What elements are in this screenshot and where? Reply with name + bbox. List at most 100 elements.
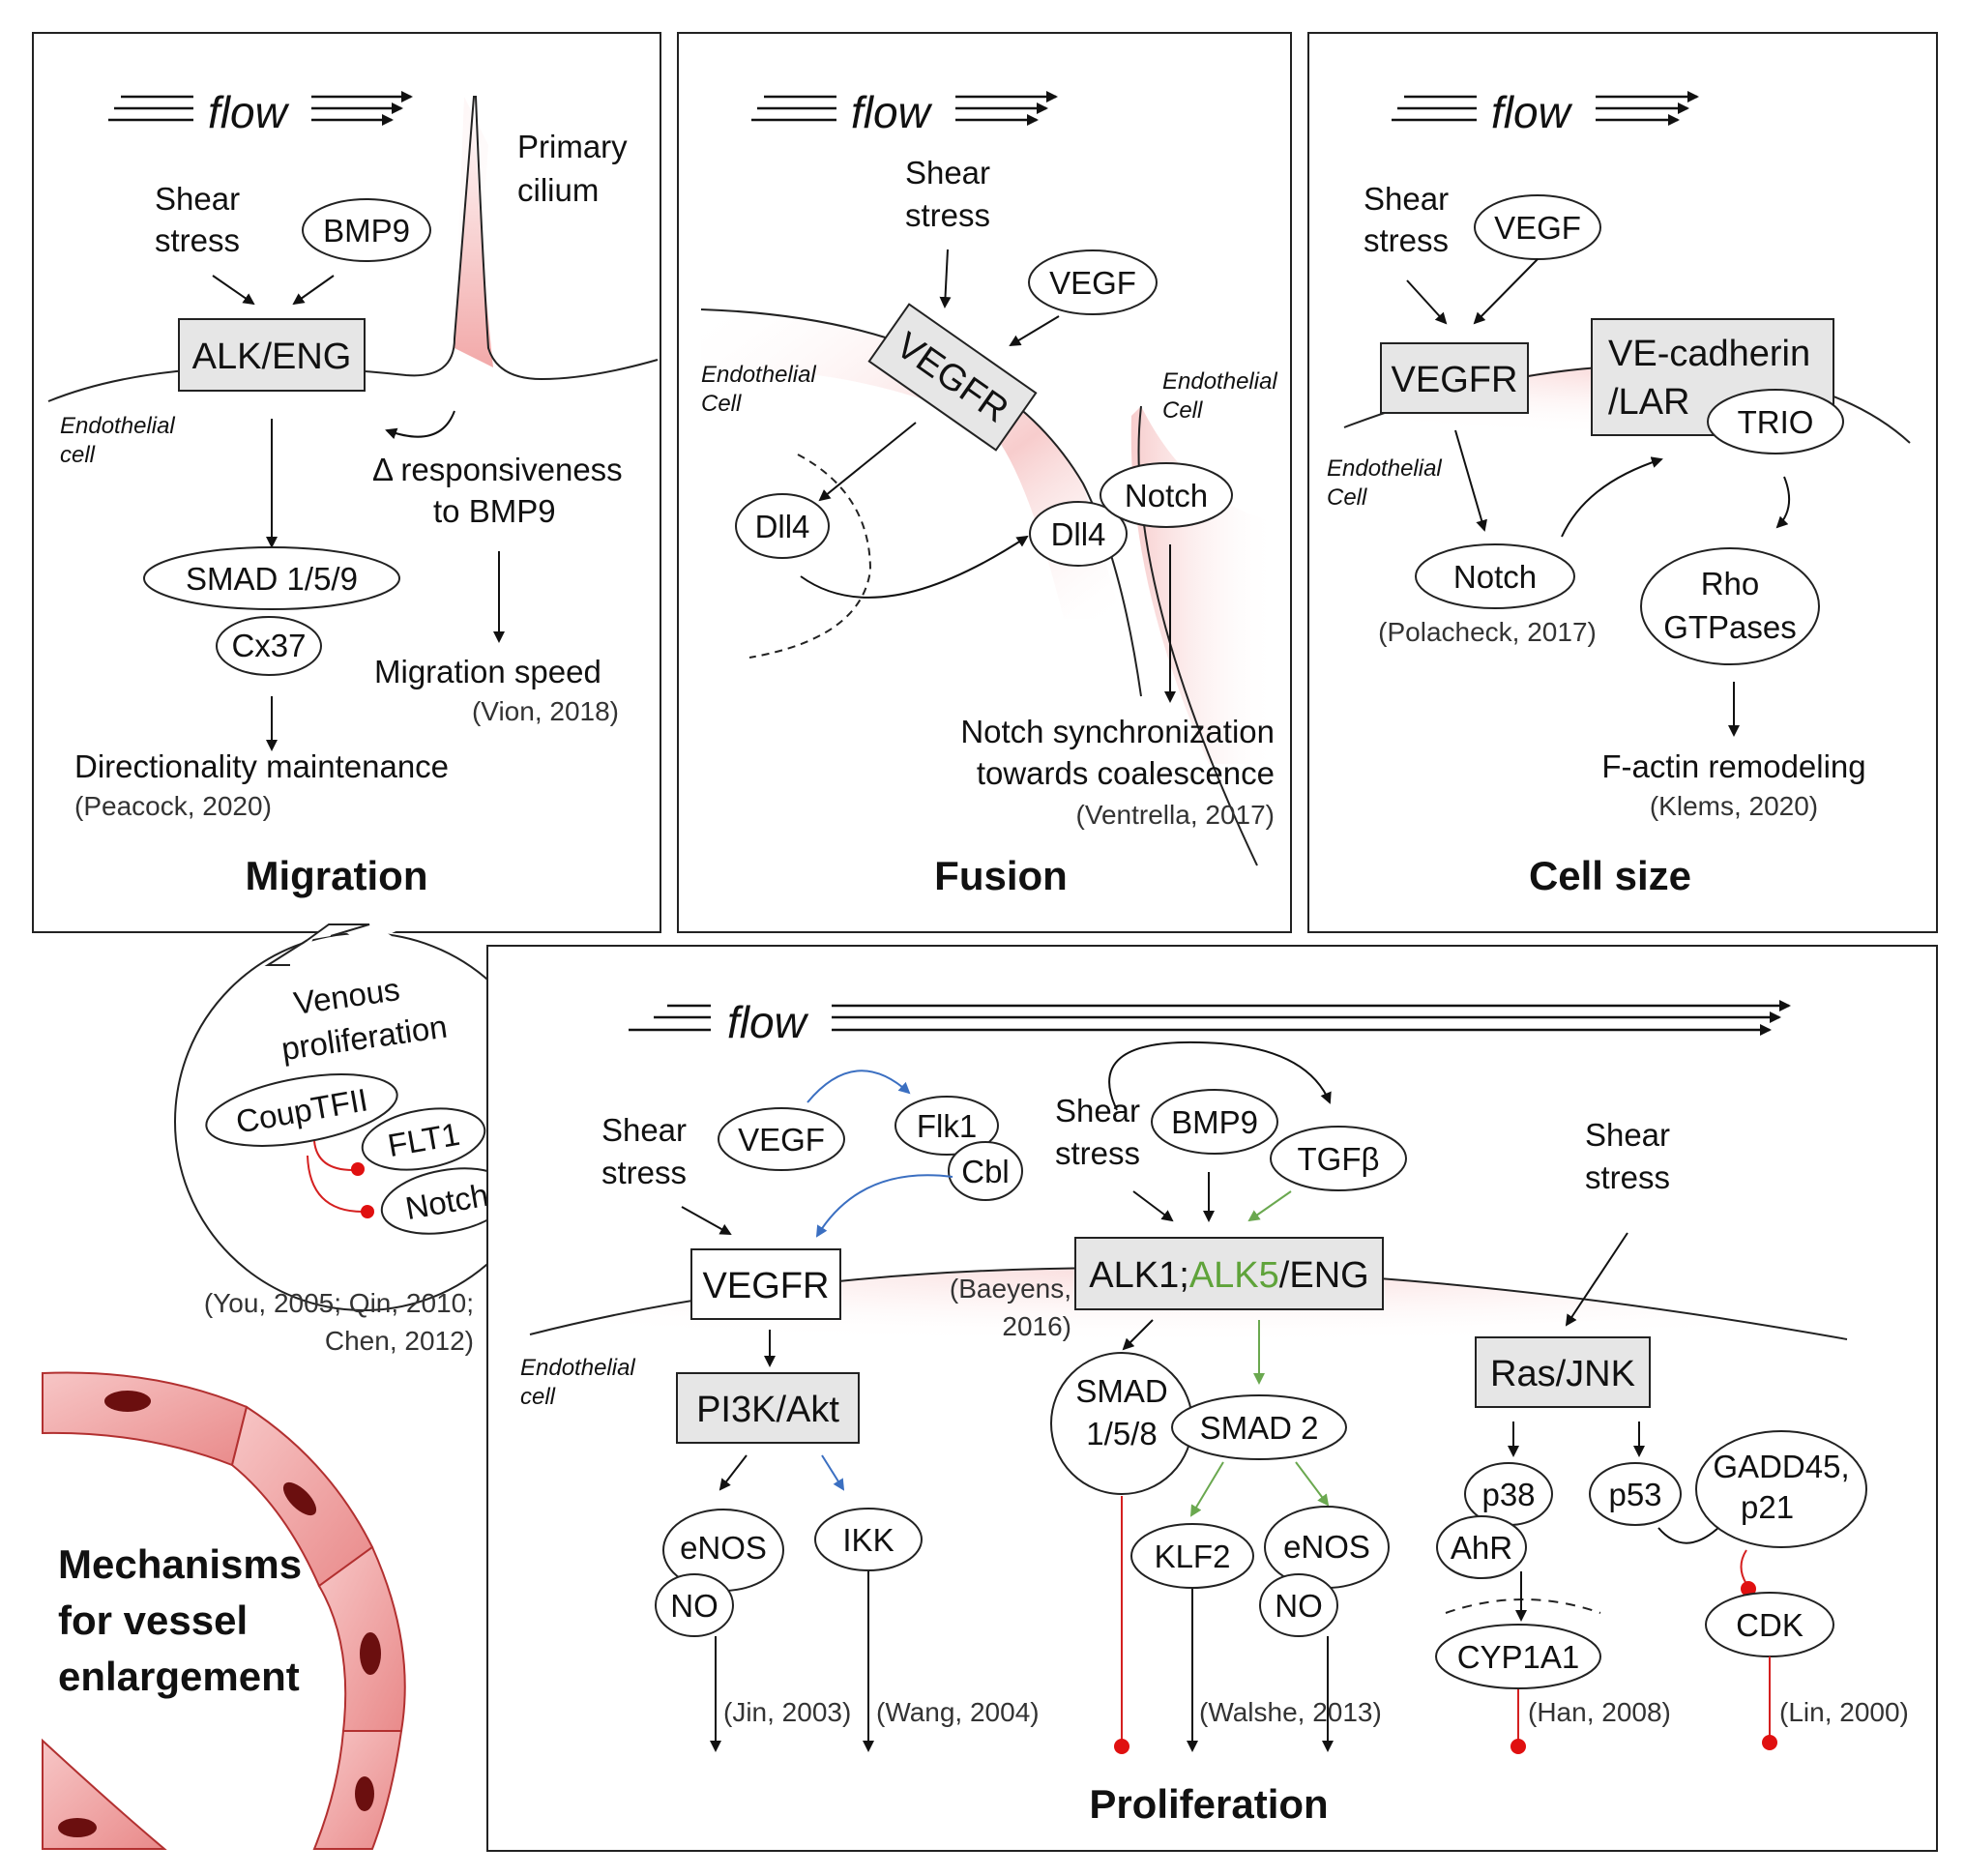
- cbl-ellipse: [948, 1141, 1023, 1201]
- prolif-vegfr-box: [690, 1248, 841, 1320]
- migration-speed-label: Migration speed: [374, 654, 601, 689]
- p38-label: p38: [1481, 1477, 1535, 1512]
- mechanisms-line3: enlargement: [58, 1654, 300, 1699]
- fusion-dashed-cell-outline: [748, 454, 872, 659]
- vion-citation: (Vion, 2018): [472, 696, 619, 726]
- cellsize-notch-ellipse: [1415, 543, 1575, 609]
- venous-proliferation-bubble: Venous proliferation CoupTFII FLT1 Notch…: [174, 923, 553, 1356]
- prolif-vegfr-label: VEGFR: [703, 1266, 830, 1306]
- prolif-enos-mid-label: eNOS: [1283, 1529, 1370, 1565]
- alk1-alk5-eng-box: [1074, 1237, 1384, 1310]
- alk1-alk5-eng-label: ALK1;ALK5/ENG: [1089, 1255, 1368, 1296]
- fusion-vegf-label: VEGF: [1049, 265, 1136, 301]
- prolif-bmp9-label: BMP9: [1171, 1104, 1258, 1140]
- migration-smad-ellipse: [143, 546, 400, 610]
- ahr-ellipse: [1436, 1515, 1527, 1579]
- responsiveness-line1: Δ responsiveness: [372, 452, 623, 487]
- prolif-enos-left-label: eNOS: [680, 1530, 767, 1566]
- prolif-no-left-label: NO: [670, 1588, 719, 1624]
- ve-cadherin-line2: /LAR: [1608, 382, 1689, 423]
- cellsize-panel-frame: [1307, 32, 1938, 933]
- ras-jnk-label: Ras/JNK: [1490, 1354, 1635, 1394]
- pi3k-akt-label: PI3K/Akt: [696, 1390, 839, 1430]
- fusion-outcome-line1: Notch synchronization: [960, 714, 1275, 749]
- fusion-outcome-line2: towards coalescence: [977, 755, 1275, 791]
- proliferation-flow-indicator: flow: [629, 997, 1791, 1047]
- fusion-shear-line2: stress: [905, 197, 990, 233]
- smad158-line1: SMAD: [1075, 1373, 1167, 1409]
- rho-line2: GTPases: [1663, 609, 1797, 645]
- eng-part: /ENG: [1279, 1255, 1369, 1296]
- prolif-no-mid-ellipse: [1259, 1573, 1338, 1637]
- migration-bmp9-ellipse: [302, 198, 431, 262]
- migration-panel: flow Shear stress BMP9 Primary cilium AL…: [32, 32, 661, 933]
- migration-flow-indicator: flow: [108, 87, 413, 137]
- prolif-shear-left-line2: stress: [601, 1155, 687, 1190]
- fusion-left-membrane: [700, 308, 1142, 697]
- prolif-no-left-ellipse: [655, 1573, 734, 1637]
- klems-citation: (Klems, 2020): [1650, 791, 1818, 821]
- fusion-cell-left-line2: Cell: [701, 391, 742, 417]
- tgfb-label: TGFβ: [1298, 1141, 1380, 1177]
- prolif-cell-line2: cell: [520, 1384, 556, 1410]
- trio-label: TRIO: [1738, 404, 1814, 440]
- flk1-label: Flk1: [917, 1108, 977, 1144]
- cyp1a1-label: CYP1A1: [1457, 1639, 1580, 1675]
- cellsize-cell-line1: Endothelial: [1327, 455, 1442, 482]
- cdk-label: CDK: [1736, 1607, 1804, 1643]
- mechanisms-line2: for vessel: [58, 1598, 248, 1643]
- fusion-title: Fusion: [934, 853, 1068, 898]
- cellsize-flow-indicator: flow: [1392, 87, 1699, 137]
- fusion-vegf-ellipse: [1028, 249, 1158, 315]
- alk1-part: ALK1;: [1089, 1255, 1189, 1296]
- proliferation-title: Proliferation: [1089, 1781, 1328, 1827]
- klf2-label: KLF2: [1155, 1539, 1231, 1574]
- peacock-citation: (Peacock, 2020): [74, 791, 272, 821]
- flk1-ellipse: [895, 1096, 999, 1156]
- migration-membrane-shade: [48, 97, 488, 401]
- cellsize-flow-label: flow: [1491, 87, 1573, 137]
- alk5-part: ALK5: [1189, 1255, 1279, 1296]
- tgfb-ellipse: [1270, 1126, 1407, 1191]
- primary-cilium-line1: Primary: [517, 129, 628, 164]
- prolif-bmp9-ellipse: [1151, 1089, 1278, 1155]
- ve-cadherin-line1: VE-cadherin: [1608, 334, 1810, 374]
- fusion-flow-label: flow: [851, 87, 933, 137]
- cellsize-cell-line2: Cell: [1327, 484, 1367, 511]
- flt1-ellipse: [361, 1107, 486, 1171]
- fusion-shear-line1: Shear: [905, 155, 990, 191]
- directionality-label: Directionality maintenance: [74, 748, 449, 784]
- ikk-label: IKK: [842, 1522, 894, 1558]
- prolif-vegf-label: VEGF: [738, 1122, 825, 1158]
- trio-ellipse: [1707, 389, 1844, 454]
- lin-citation: (Lin, 2000): [1779, 1697, 1909, 1727]
- fusion-notch-ellipse: [1100, 462, 1233, 528]
- vessel-illustration: Mechanisms for vessel enlargement: [42, 1371, 412, 1850]
- fusion-dll4-left-label: Dll4: [755, 509, 810, 544]
- polacheck-citation: (Polacheck, 2017): [1378, 617, 1597, 647]
- migration-bmp9-label: BMP9: [323, 213, 410, 249]
- p53-ellipse: [1589, 1462, 1682, 1526]
- migration-cell-line1: Endothelial: [60, 413, 175, 439]
- proliferation-flow-label: flow: [727, 997, 809, 1047]
- cellsize-vegfr-label: VEGFR: [1392, 360, 1518, 400]
- cellsize-title: Cell size: [1529, 853, 1691, 898]
- ahr-label: AhR: [1451, 1530, 1512, 1566]
- fusion-notch-label: Notch: [1125, 478, 1208, 513]
- prolif-vegf-ellipse: [718, 1107, 845, 1171]
- rho-line1: Rho: [1701, 566, 1760, 601]
- cx37-ellipse: [216, 616, 322, 676]
- klf2-ellipse: [1130, 1523, 1254, 1589]
- cellsize-shear-line1: Shear: [1364, 181, 1449, 217]
- walshe-citation: (Walshe, 2013): [1199, 1697, 1382, 1727]
- proliferation-panel: flow Shear stress VEGF Flk1 Cbl VEGFR En…: [486, 945, 1938, 1852]
- fusion-cell-right-line2: Cell: [1162, 397, 1203, 424]
- migration-flow-label: flow: [208, 87, 290, 137]
- prolif-shear-left-line1: Shear: [601, 1112, 687, 1148]
- prolif-no-mid-label: NO: [1275, 1588, 1323, 1624]
- prolif-shear-mid-line2: stress: [1055, 1135, 1140, 1171]
- cellsize-vegf-label: VEGF: [1494, 210, 1581, 246]
- ventrella-citation: (Ventrella, 2017): [1076, 800, 1275, 830]
